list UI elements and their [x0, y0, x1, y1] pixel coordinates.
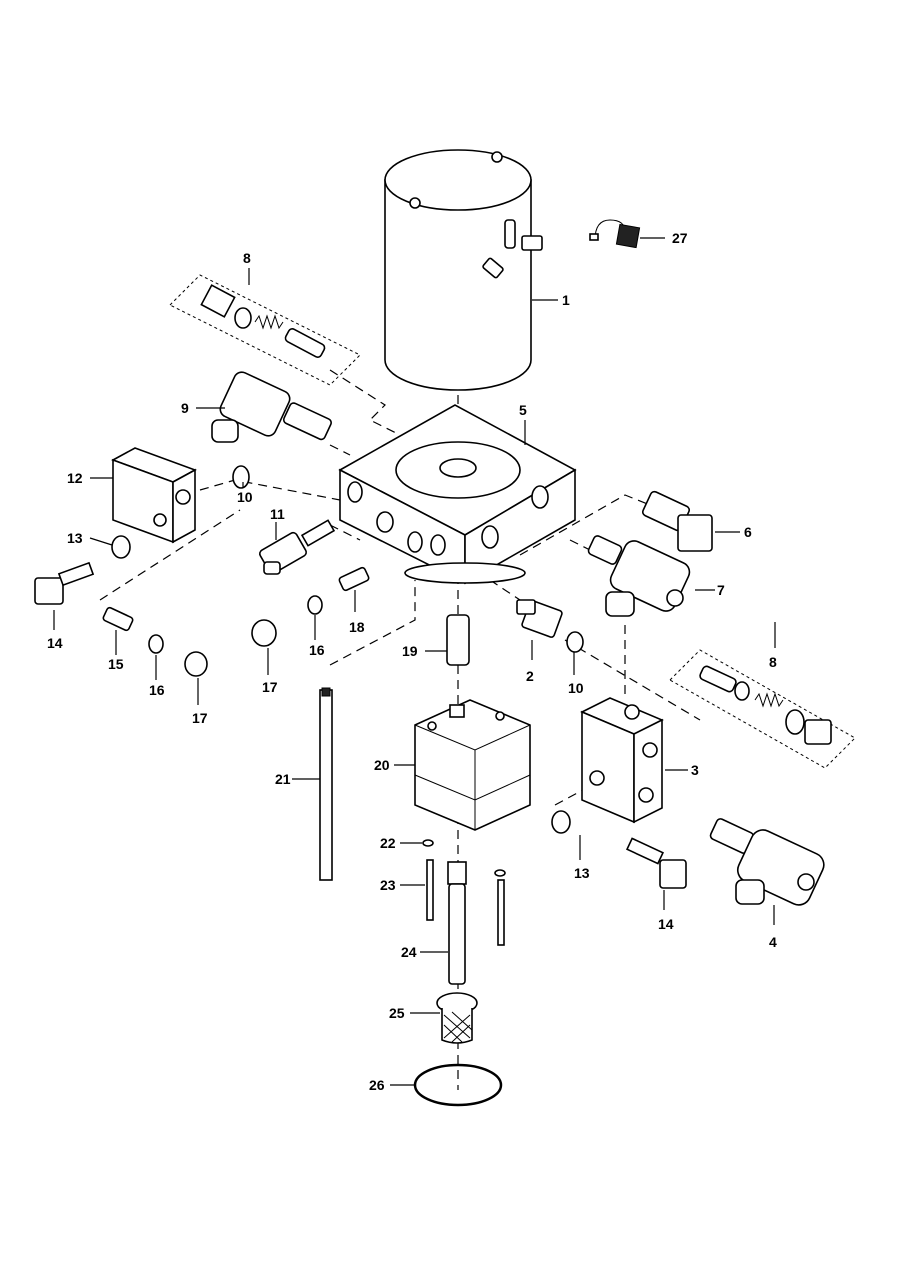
callout-label-9: 9 [181, 400, 189, 416]
callout-label-6: 6 [744, 524, 752, 540]
callout-label-5: 5 [519, 402, 527, 418]
part-washer-10a [232, 465, 250, 489]
callout-label-10: 10 [568, 680, 584, 696]
part-fitting-2 [516, 599, 563, 638]
part-check-valve-kit-right [669, 649, 856, 769]
part-filter [436, 992, 478, 1044]
callout-label-19: 19 [402, 643, 418, 659]
callout-label-11: 11 [270, 506, 285, 522]
callout-label-15: 15 [108, 656, 124, 672]
callout-label-7: 7 [717, 582, 725, 598]
part-plug-17a [184, 651, 208, 677]
callout-label-13: 13 [574, 865, 590, 881]
callout-label-1: 1 [562, 292, 570, 308]
callout-label-14: 14 [658, 916, 674, 932]
part-banjo-bolt-14b [625, 837, 687, 889]
part-solenoid-valve-4 [709, 818, 825, 906]
callout-label-25: 25 [389, 1005, 405, 1021]
callout-label-2: 2 [526, 668, 534, 684]
callout-label-27: 27 [672, 230, 688, 246]
callout-label-23: 23 [380, 877, 396, 893]
part-return-tube [319, 687, 333, 881]
part-relief-valve-11 [258, 519, 336, 575]
part-plug-17b [251, 619, 277, 647]
callout-label-10: 10 [237, 489, 253, 505]
part-washer-10b [566, 631, 584, 653]
callout-label-20: 20 [374, 757, 390, 773]
part-washer-13b [551, 810, 571, 834]
part-banjo-bolt-14a [34, 561, 95, 605]
part-manifold-block [338, 404, 577, 585]
callout-leader-line [89, 537, 113, 546]
callout-label-8: 8 [769, 654, 777, 670]
part-cartridge-15 [102, 606, 134, 632]
callout-label-17: 17 [192, 710, 208, 726]
callout-label-13: 13 [67, 530, 83, 546]
part-cartridge-18 [338, 566, 370, 592]
part-valve-block-left [111, 447, 197, 544]
callout-label-16: 16 [149, 682, 165, 698]
callout-label-22: 22 [380, 835, 396, 851]
part-solenoid-valve-7 [587, 535, 691, 617]
callout-label-4: 4 [769, 934, 777, 950]
part-bolt-23a [426, 859, 434, 921]
part-tank-oring [413, 1063, 503, 1107]
callout-label-26: 26 [369, 1077, 385, 1093]
callout-label-3: 3 [691, 762, 699, 778]
part-motor [384, 149, 543, 391]
callout-label-17: 17 [262, 679, 278, 695]
part-coupling-19 [446, 614, 470, 666]
callout-label-24: 24 [401, 944, 417, 960]
part-washer-13a [111, 535, 131, 559]
part-washer-22 [422, 839, 434, 847]
callout-label-18: 18 [349, 619, 365, 635]
part-check-valve-kit-left [169, 274, 361, 386]
part-oring-16a [148, 634, 164, 654]
callout-label-12: 12 [67, 470, 83, 486]
callout-label-14: 14 [47, 635, 63, 651]
part-brush-cable [589, 219, 641, 249]
part-valve-block-3 [580, 697, 664, 824]
part-relief-valve-6 [641, 490, 713, 552]
part-washer-22b [494, 869, 506, 877]
part-gear-pump [414, 699, 531, 831]
callout-label-21: 21 [275, 771, 291, 787]
part-bolt-23b [497, 879, 505, 946]
callout-label-8: 8 [243, 250, 251, 266]
part-suction-tube [447, 861, 467, 985]
callout-label-16: 16 [309, 642, 325, 658]
part-solenoid-valve-9 [211, 371, 332, 443]
part-oring-16b [307, 595, 323, 615]
